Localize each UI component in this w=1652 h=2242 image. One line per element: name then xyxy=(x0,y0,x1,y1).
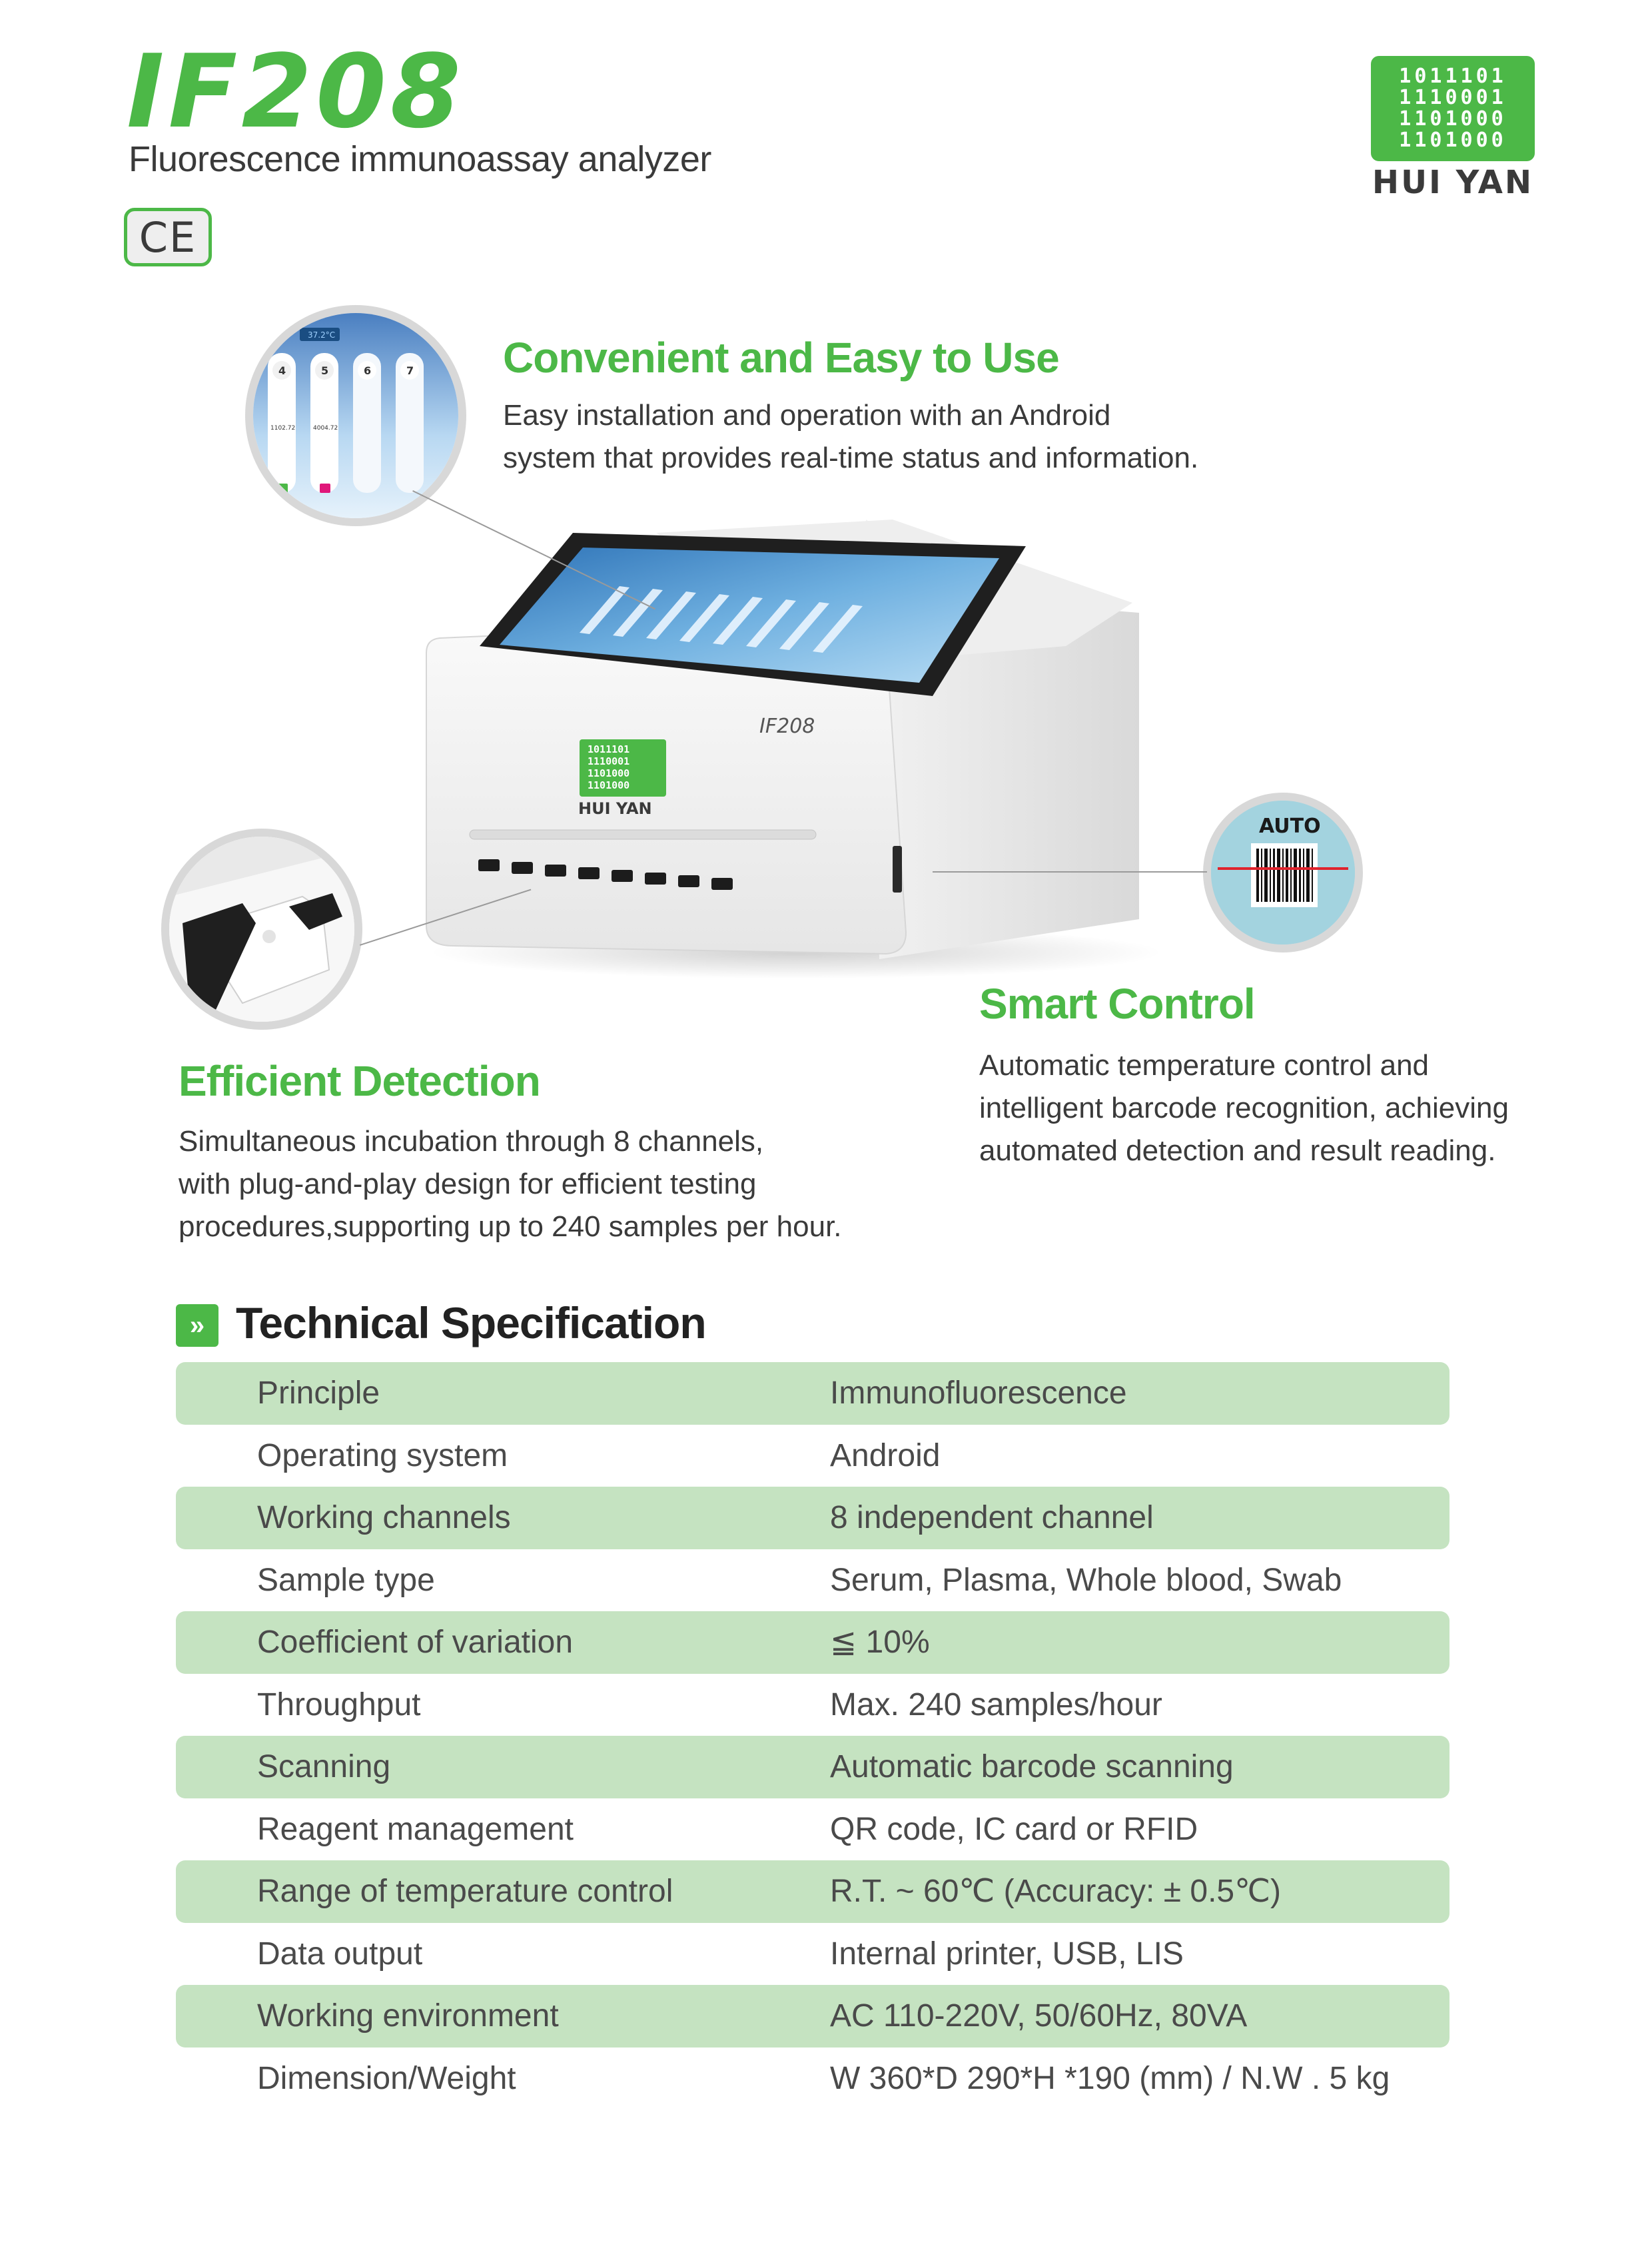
feature-line: procedures,supporting up to 240 samples … xyxy=(179,1210,842,1243)
spec-value: Automatic barcode scanning xyxy=(830,1749,1234,1784)
product-model: IF208 xyxy=(127,33,465,151)
spec-table: Principle Immunofluorescence Operating sy… xyxy=(176,1362,1449,2109)
scan-line xyxy=(1218,867,1348,870)
channel-number: 6 xyxy=(364,364,371,377)
spec-row: Operating system Android xyxy=(176,1425,1449,1487)
device-barcode-window xyxy=(893,846,902,893)
device-illustration: IF208 1011101 1110001 1101000 1101000 HU… xyxy=(426,520,1139,959)
feature-line: intelligent barcode recognition, achievi… xyxy=(979,1092,1509,1124)
feature-line: Automatic temperature control and xyxy=(979,1049,1430,1082)
feature-text-convenient: Easy installation and operation with an … xyxy=(503,394,1198,480)
device-logo xyxy=(580,739,666,797)
spec-key: Reagent management xyxy=(257,1811,574,1847)
spec-row: Working channels 8 independent channel xyxy=(176,1487,1449,1549)
product-subtitle: Fluorescence immunoassay analyzer xyxy=(129,139,711,179)
channel-number: 7 xyxy=(406,364,414,377)
spec-value: R.T. ~ 60℃ (Accuracy: ± 0.5℃) xyxy=(830,1874,1282,1909)
spec-value: Android xyxy=(830,1437,941,1473)
spec-value: Immunofluorescence xyxy=(830,1375,1127,1411)
channel-zoom-circle xyxy=(161,829,362,1030)
spec-row: Principle Immunofluorescence xyxy=(176,1362,1449,1425)
logo-binary-row: 1101000 xyxy=(1399,129,1507,152)
double-chevron-icon: » xyxy=(176,1304,218,1347)
ce-mark-badge: CE xyxy=(124,208,212,266)
spec-value: Internal printer, USB, LIS xyxy=(830,1936,1184,1972)
channel-value: 1102.72 xyxy=(270,425,295,432)
spec-value: 8 independent channel xyxy=(830,1500,1154,1535)
logo-binary-row: 1011101 xyxy=(1399,65,1507,88)
channel-number: 5 xyxy=(321,364,328,377)
svg-text:1011101: 1011101 xyxy=(588,743,629,755)
spec-key: Range of temperature control xyxy=(257,1874,673,1909)
feature-title-convenient: Convenient and Easy to Use xyxy=(503,334,1060,382)
temp-readout: 37.2°C xyxy=(308,330,335,340)
spec-row: Working environment AC 110-220V, 50/60Hz,… xyxy=(176,1985,1449,2048)
spec-row: Range of temperature control R.T. ~ 60℃ (… xyxy=(176,1860,1449,1923)
spec-row: Coefficient of variation ≦ 10% xyxy=(176,1611,1449,1674)
spec-key: Operating system xyxy=(257,1437,508,1473)
spec-key: Throughput xyxy=(257,1686,421,1722)
spec-row: Data output Internal printer, USB, LIS xyxy=(176,1923,1449,1986)
spec-value: ≦ 10% xyxy=(830,1625,930,1660)
spec-key: Working environment xyxy=(257,1998,559,2034)
spec-key: Sample type xyxy=(257,1562,435,1598)
svg-text:1101000: 1101000 xyxy=(588,767,629,779)
feature-text-efficient: Simultaneous incubation through 8 channe… xyxy=(179,1120,842,1248)
device-channel-ports xyxy=(478,859,733,890)
feature-line: Simultaneous incubation through 8 channe… xyxy=(179,1125,764,1158)
feature-text-smart: Automatic temperature control and intell… xyxy=(979,1044,1509,1172)
spec-row: Reagent management QR code, IC card or RF… xyxy=(176,1798,1449,1861)
svg-text:1110001: 1110001 xyxy=(588,755,629,767)
spec-value: QR code, IC card or RFID xyxy=(830,1811,1198,1847)
spec-key: Coefficient of variation xyxy=(257,1625,574,1660)
feature-line: Easy installation and operation with an … xyxy=(503,399,1111,432)
spec-key: Working channels xyxy=(257,1500,511,1535)
auto-label: AUTO xyxy=(1259,815,1321,838)
feature-title-smart: Smart Control xyxy=(979,980,1256,1028)
spec-row: Scanning Automatic barcode scanning xyxy=(176,1736,1449,1798)
spec-value: Max. 240 samples/hour xyxy=(830,1686,1162,1722)
device-brand: HUI YAN xyxy=(578,799,652,818)
spec-value: W 360*D 290*H *190 (mm) / N.W . 5 kg xyxy=(830,2060,1390,2096)
feature-line: system that provides real-time status an… xyxy=(503,442,1199,474)
screen-zoom-circle: 37.2°C 4 5 6 7 1102.72 4004.72 xyxy=(245,305,466,526)
logo-binary-row: 1110001 xyxy=(1399,86,1507,109)
spec-key: Dimension/Weight xyxy=(257,2060,516,2096)
device-model-label: IF208 xyxy=(759,715,815,738)
svg-text:1101000: 1101000 xyxy=(588,779,629,791)
spec-key: Scanning xyxy=(257,1749,391,1784)
callout-line xyxy=(933,871,1207,873)
device-printer-slot xyxy=(469,829,817,840)
spec-row: Sample type Serum, Plasma, Whole blood, S… xyxy=(176,1549,1449,1612)
spec-key: Principle xyxy=(257,1375,380,1411)
spec-heading: Technical Specification xyxy=(236,1298,707,1347)
logo-binary-row: 1101000 xyxy=(1399,107,1507,131)
device-screen xyxy=(500,548,999,683)
brand-name: HUI YAN xyxy=(1372,164,1534,201)
brand-logo: 1011101 1110001 1101000 1101000 xyxy=(1371,56,1535,161)
feature-title-efficient: Efficient Detection xyxy=(179,1057,541,1105)
channel-number: 4 xyxy=(278,364,286,377)
channel-value: 4004.72 xyxy=(313,425,338,432)
feature-line: with plug-and-play design for efficient … xyxy=(179,1168,757,1200)
feature-line: automated detection and result reading. xyxy=(979,1134,1496,1167)
spec-key: Data output xyxy=(257,1936,423,1972)
spec-row: Throughput Max. 240 samples/hour xyxy=(176,1674,1449,1736)
barcode-zoom-circle: AUTO xyxy=(1203,793,1363,952)
spec-row: Dimension/Weight W 360*D 290*H *190 (mm) … xyxy=(176,2048,1449,2110)
spec-value: Serum, Plasma, Whole blood, Swab xyxy=(830,1562,1342,1598)
spec-value: AC 110-220V, 50/60Hz, 80VA xyxy=(830,1998,1248,2034)
